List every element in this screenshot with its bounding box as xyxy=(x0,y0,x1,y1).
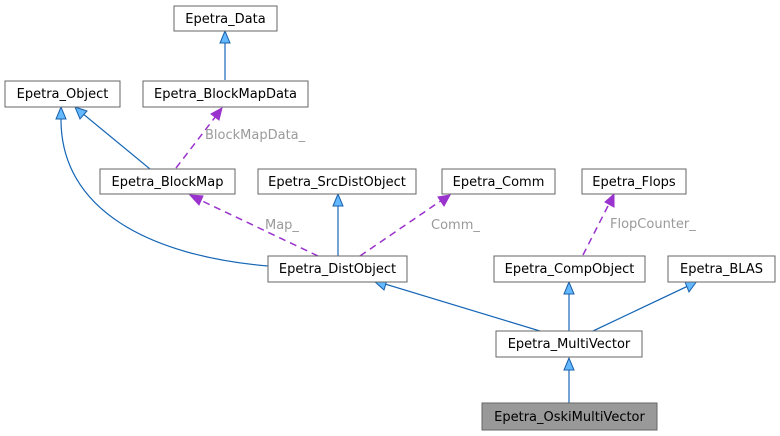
node-epetra-distobject[interactable]: Epetra_DistObject xyxy=(267,255,408,283)
usage-arrowhead xyxy=(437,194,451,207)
node-label: Epetra_BlockMapData xyxy=(154,87,297,102)
node-label: Epetra_Data xyxy=(185,12,265,27)
edge-flopcounter-usage xyxy=(582,192,615,256)
usage-arrowhead xyxy=(188,194,204,206)
node-label: Epetra_MultiVector xyxy=(508,337,631,352)
inheritance-arrowhead xyxy=(563,356,575,371)
node-label: Epetra_SrcDistObject xyxy=(268,175,406,190)
node-label: Epetra_Object xyxy=(17,87,109,102)
edge-blockmap-to-object xyxy=(74,106,151,170)
edge-comm-usage xyxy=(359,194,451,257)
edge-label-comm: Comm_ xyxy=(431,218,480,233)
inheritance-arrowhead xyxy=(219,29,231,44)
edge-map-usage xyxy=(188,194,319,257)
inheritance-arrowhead xyxy=(74,106,88,120)
inheritance-arrowhead xyxy=(563,280,575,295)
edge-label-blockmapdata: BlockMapData_ xyxy=(205,128,306,143)
node-label: Epetra_OskiMultiVector xyxy=(494,410,645,425)
node-epetra-object[interactable]: Epetra_Object xyxy=(4,80,121,108)
node-epetra-comm[interactable]: Epetra_Comm xyxy=(441,168,556,195)
usage-arrowhead xyxy=(210,107,223,121)
edge-label-flopcounter: FlopCounter_ xyxy=(610,217,696,232)
usage-arrowhead xyxy=(604,192,615,208)
node-epetra-blockmap[interactable]: Epetra_BlockMap xyxy=(99,168,236,195)
edge-distobject-to-object xyxy=(55,105,269,267)
node-label: Epetra_CompObject xyxy=(505,262,635,277)
node-label: Epetra_DistObject xyxy=(279,262,396,277)
inheritance-arrowhead xyxy=(684,280,699,294)
node-epetra-multivector[interactable]: Epetra_MultiVector xyxy=(495,330,643,358)
node-epetra-blas[interactable]: Epetra_BLAS xyxy=(667,255,776,283)
node-epetra-oskimultivector[interactable]: Epetra_OskiMultiVector xyxy=(481,402,658,431)
edge-distobject-to-srcdistobject xyxy=(332,192,344,256)
node-label: Epetra_BlockMap xyxy=(112,175,224,190)
node-label: Epetra_BLAS xyxy=(680,262,763,277)
node-epetra-flops[interactable]: Epetra_Flops xyxy=(581,168,687,195)
inheritance-arrowhead xyxy=(332,192,344,207)
node-label: Epetra_Comm xyxy=(453,175,545,190)
edge-blockmapdata-to-data xyxy=(219,29,231,80)
node-epetra-data[interactable]: Epetra_Data xyxy=(173,5,278,32)
edge-label-map: Map_ xyxy=(265,218,299,233)
node-epetra-compobject[interactable]: Epetra_CompObject xyxy=(493,255,646,283)
node-label: Epetra_Flops xyxy=(592,175,676,190)
node-epetra-blockmapdata[interactable]: Epetra_BlockMapData xyxy=(142,80,309,108)
node-epetra-srcdistobject[interactable]: Epetra_SrcDistObject xyxy=(257,168,417,195)
edge-multivector-to-blas xyxy=(592,280,699,332)
edge-multivector-to-distobject xyxy=(372,279,541,332)
edge-multivector-to-compobject xyxy=(563,280,575,331)
edge-blockmapdata-usage xyxy=(175,107,223,169)
inheritance-arrowhead xyxy=(55,105,67,120)
edge-oskimultivector-to-multivector xyxy=(563,356,575,403)
